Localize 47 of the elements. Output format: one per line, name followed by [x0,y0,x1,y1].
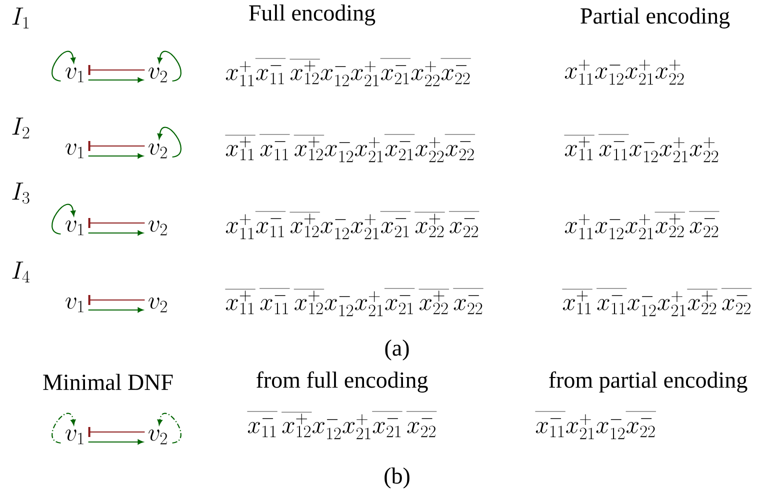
formula: $x_{11}^{+}x_{12}^{-}x_{21}^{+}\overline{x_{22}^{+}}\,\overline{x_{22}^{-}}$ [564,211,720,240]
activation-arrow [88,307,144,313]
self-loop-arrow [52,50,76,82]
formula: $\overline{x_{11}^{-}}x_{21}^{+}x_{12}^{-}\overline{x_{22}^{-}}$ [535,411,656,440]
variable-label: $v_1$ [66,220,84,236]
formula: $x_{11}^{+}\overline{x_{11}^{-}}\,\overline{x_{12}^{+}}x_{12}^{-}x_{21}^{+}\overline{x_{21}^{-}}\,\overline{x_{22}^{+}}\,\overline{x_{22}^{-}}$ [226,211,480,240]
column-heading: from full encoding [256,371,428,393]
row-label: $I_4$ [12,262,30,282]
variable-label: $v_1$ [66,430,84,444]
inhibition-arrow [88,218,145,228]
activation-arrow [88,153,144,159]
inhibition-arrow [88,427,145,437]
self-loop-arrow [157,50,182,82]
inhibition-arrow [88,141,145,151]
inhibition-arrow [88,65,145,75]
column-heading: Minimal DNF [43,374,173,390]
activation-arrow [88,439,144,445]
variable-label: $v_2$ [148,220,167,236]
formula: $\overline{x_{11}^{+}}\,\overline{x_{11}^{-}}\,\overline{x_{12}^{+}}x_{12}^{-}x_{21}^{+}\overline{x_{21}^{-}}x_{22}^{+}\overline{x_{22}^{-}}$ [225,134,476,162]
column-heading: Partial encoding [580,8,730,28]
formula: $\overline{x_{11}^{+}}\,\overline{x_{11}^{-}}\,\overline{x_{12}^{+}}x_{12}^{-}x_{21}^{+}\overline{x_{21}^{-}}\,\overline{x_{22}^{+}}\,\overline{x_{22}^{-}}$ [225,288,484,316]
activation-arrow [88,230,144,236]
row-label: $I_3$ [12,182,30,204]
formula: $\overline{x_{11}^{+}}\,\overline{x_{11}^{-}}x_{12}^{-}x_{21}^{+}x_{22}^{+}$ [564,134,718,162]
self-loop-arrow [157,412,182,444]
column-heading: Full encoding [249,4,376,26]
variable-label: $v_2$ [148,68,167,82]
activation-arrow [88,77,144,83]
formula: $\overline{x_{11}^{-}}\,\overline{x_{12}^{+}}x_{12}^{-}x_{21}^{+}\overline{x_{21}^{-}}\,\overline{x_{22}^{-}}$ [247,411,437,440]
formula: $x_{11}^{+}x_{12}^{-}x_{21}^{+}x_{22}^{+}$ [564,60,684,85]
row-label: $I_2$ [12,118,30,138]
variable-label: $v_1$ [66,68,84,82]
panel-label: (b) [384,468,410,488]
self-loop-arrow [52,412,76,444]
variable-label: $v_1$ [66,298,84,312]
row-label: $I_1$ [12,8,29,28]
variable-label: $v_2$ [148,430,167,444]
formula: $x_{11}^{+}\overline{x_{11}^{-}}\,\overline{x_{12}^{+}}x_{12}^{-}x_{21}^{+}\overline{x_{21}^{-}}x_{22}^{+}\overline{x_{22}^{-}}$ [226,58,471,86]
formula: $\overline{x_{11}^{+}}\,\overline{x_{11}^{-}}x_{12}^{-}x_{21}^{+}\overline{x_{22}^{+}}\,\overline{x_{22}^{-}}$ [562,288,752,316]
inhibition-arrow [88,295,145,305]
self-loop-arrow [52,204,76,235]
column-heading: from partial encoding [549,371,748,393]
self-loop-arrow [157,126,182,158]
panel-label: (a) [385,340,409,360]
variable-label: $v_1$ [66,144,84,158]
variable-label: $v_2$ [148,144,167,158]
variable-label: $v_2$ [148,298,167,312]
